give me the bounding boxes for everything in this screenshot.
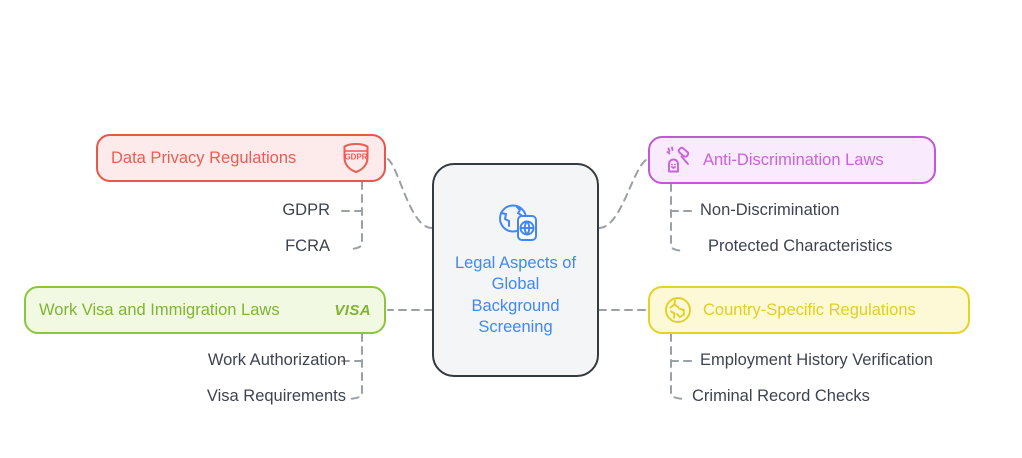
- edge-spine-work-visa: [349, 333, 363, 400]
- leaf-gdpr[interactable]: GDPR: [282, 201, 330, 219]
- center-node-label: Legal Aspects of Global Background Scree…: [454, 254, 577, 336]
- center-node[interactable]: Legal Aspects of Global Background Scree…: [432, 163, 599, 377]
- leaf-fcra[interactable]: FCRA: [285, 237, 330, 255]
- edge-spine-data-privacy: [351, 181, 363, 250]
- edge-center-to-anti-discrimination: [598, 159, 647, 229]
- edge-spine-country-specific: [670, 333, 684, 400]
- branch-node-data-privacy[interactable]: Data Privacy Regulations GDPR: [96, 134, 386, 182]
- leaf-employment-history-verification[interactable]: Employment History Verification: [700, 351, 933, 369]
- branch-node-country-specific[interactable]: Country-Specific Regulations: [648, 286, 970, 334]
- branch-node-anti-discrimination[interactable]: Anti-Discrimination Laws: [648, 136, 936, 184]
- globe-network-icon: [663, 295, 693, 325]
- leaf-criminal-record-checks[interactable]: Criminal Record Checks: [692, 387, 870, 405]
- leaf-work-authorization[interactable]: Work Authorization: [207, 351, 346, 369]
- edge-center-to-data-privacy: [387, 158, 433, 229]
- branch-label-anti-discrimination: Anti-Discrimination Laws: [703, 150, 884, 169]
- branch-label-data-privacy: Data Privacy Regulations: [111, 148, 297, 167]
- branch-node-work-visa[interactable]: Work Visa and Immigration Laws VISA: [24, 286, 386, 334]
- visa-logo-icon: VISA: [334, 301, 371, 319]
- leaf-visa-requirements[interactable]: Visa Requirements: [206, 387, 346, 405]
- leaf-protected-characteristics[interactable]: Protected Characteristics: [708, 237, 893, 255]
- gavel-icon: [663, 145, 693, 175]
- gdpr-shield-icon: GDPR: [341, 142, 371, 174]
- globe-passport-icon: [493, 202, 539, 247]
- edge-spine-anti-discrimination: [670, 183, 684, 252]
- branch-label-work-visa: Work Visa and Immigration Laws: [39, 300, 280, 319]
- branch-label-country-specific: Country-Specific Regulations: [703, 300, 916, 319]
- svg-text:GDPR: GDPR: [344, 153, 367, 162]
- leaf-non-discrimination[interactable]: Non-Discrimination: [700, 201, 840, 219]
